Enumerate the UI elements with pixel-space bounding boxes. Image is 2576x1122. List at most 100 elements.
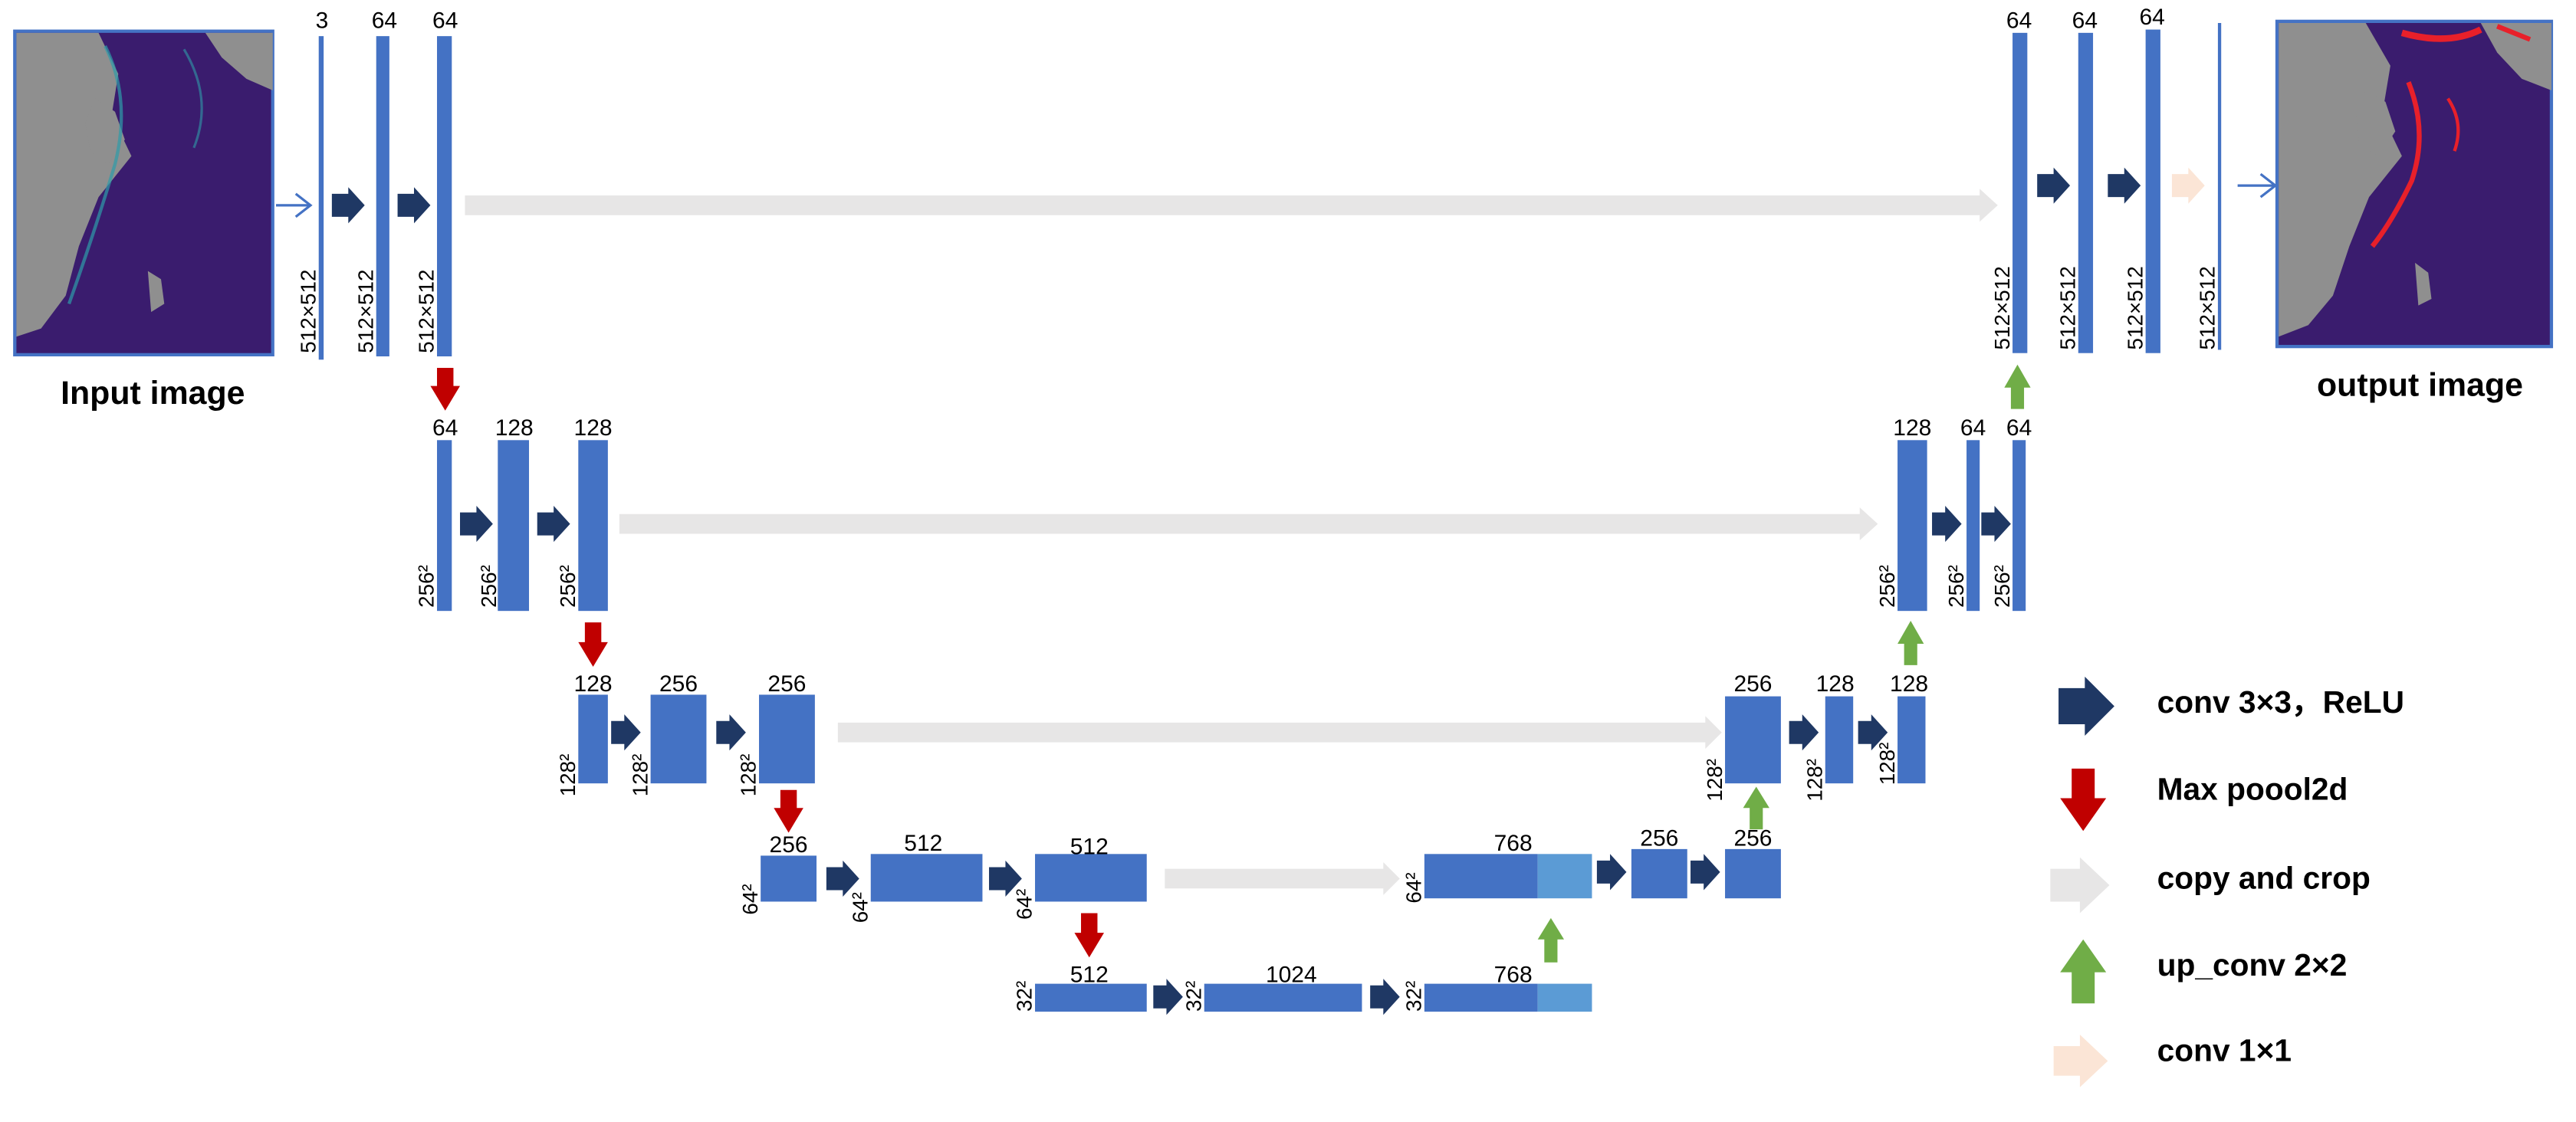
feature-map-l1-b xyxy=(437,36,452,357)
input-image-label: Input image xyxy=(61,375,245,412)
feature-map-d4-c xyxy=(1725,848,1781,899)
output-image xyxy=(2275,19,2554,349)
channel-label: 128 xyxy=(495,415,534,441)
channel-label: 128 xyxy=(1893,415,1931,441)
feature-map-bottom-a xyxy=(1035,983,1147,1012)
channel-label: 256 xyxy=(659,671,698,697)
feature-map-d2-a xyxy=(1898,440,1927,612)
channel-label: 128 xyxy=(1816,671,1855,697)
size-label: 512×512 xyxy=(296,270,320,353)
conv-arrow-icon xyxy=(2037,167,2071,204)
feature-map-l4-a xyxy=(761,855,817,902)
channel-label: 256 xyxy=(1640,826,1678,851)
channel-label: 64 xyxy=(2006,415,2032,441)
feature-map-output xyxy=(2217,23,2222,350)
feature-map-d1-b xyxy=(2078,32,2094,353)
conv1x1-arrow-icon xyxy=(2171,167,2205,204)
upconv-arrow-icon xyxy=(1743,786,1769,830)
legend-label: Max poool2d xyxy=(2157,772,2348,807)
size-label: 32² xyxy=(1402,981,1426,1012)
channel-label: 768 xyxy=(1494,962,1533,987)
size-label: 128² xyxy=(1875,743,1899,786)
channel-label: 256 xyxy=(770,832,808,858)
feature-map-d2-c xyxy=(2013,440,2026,612)
conv-arrow-icon xyxy=(460,506,493,543)
channel-label: 3 xyxy=(316,8,329,33)
maxpool-arrow-icon xyxy=(774,789,803,833)
feature-map-d3-b xyxy=(1825,696,1854,784)
conv-arrow-icon xyxy=(537,506,570,543)
conv-arrow-icon xyxy=(2108,167,2141,204)
maxpool-arrow-icon xyxy=(430,368,461,411)
output-image-label: output image xyxy=(2317,366,2523,403)
legend-label: copy and crop xyxy=(2157,860,2371,895)
size-label: 128² xyxy=(1703,759,1727,802)
conv-arrow-icon xyxy=(1691,854,1720,891)
feature-map-bottom-c xyxy=(1424,983,1538,1012)
copy-arrow-icon xyxy=(2050,857,2110,914)
channel-label: 64 xyxy=(432,8,458,33)
size-label: 128² xyxy=(556,754,580,797)
legend-label: conv 1×1 xyxy=(2157,1032,2292,1068)
size-label: 512×512 xyxy=(1990,266,2014,349)
feature-map-l1-a xyxy=(376,36,389,357)
channel-label: 64 xyxy=(1960,415,1986,441)
channel-label: 64 xyxy=(2072,8,2098,33)
size-label: 256² xyxy=(415,565,439,608)
upconv-arrow-icon xyxy=(2060,939,2107,1004)
feature-map-l4-c xyxy=(1035,854,1147,902)
size-label: 512×512 xyxy=(2055,266,2079,349)
size-label: 128² xyxy=(1802,759,1826,802)
output-arrow-icon xyxy=(2237,172,2278,198)
conv-arrow-icon xyxy=(1370,979,1400,1015)
feature-map-l4-b xyxy=(870,854,983,902)
size-label: 512×512 xyxy=(353,270,377,353)
size-label: 256² xyxy=(556,565,580,608)
size-label: 256² xyxy=(477,565,501,608)
maxpool-arrow-icon xyxy=(2060,768,2107,832)
size-label: 512×512 xyxy=(2123,266,2147,349)
channel-label: 512 xyxy=(1070,834,1109,859)
channel-label: 768 xyxy=(1494,831,1533,856)
input-image xyxy=(13,29,274,357)
channel-label: 64 xyxy=(372,8,397,33)
size-label: 512×512 xyxy=(415,270,439,353)
upconv-arrow-icon xyxy=(2004,364,2031,409)
conv-arrow-icon xyxy=(1153,979,1183,1015)
size-label: 256² xyxy=(1875,565,1899,608)
channel-label: 1024 xyxy=(1266,962,1317,987)
conv-arrow-icon xyxy=(331,187,365,224)
feature-map-d4-a xyxy=(1424,854,1538,899)
size-label: 32² xyxy=(1013,981,1037,1012)
size-label: 64² xyxy=(738,884,762,914)
channel-label: 64 xyxy=(432,415,458,441)
legend-label: conv 3×3，ReLU xyxy=(2157,684,2404,720)
feature-map-d3-c xyxy=(1898,696,1926,784)
size-label: 512×512 xyxy=(2196,266,2220,349)
feature-map-input xyxy=(318,36,324,360)
channel-label: 256 xyxy=(1733,671,1772,697)
legend-label: up_conv 2×2 xyxy=(2157,947,2348,983)
channel-label: 256 xyxy=(767,671,806,697)
size-label: 32² xyxy=(1181,981,1205,1012)
copy-arrow-icon xyxy=(619,507,1878,541)
conv-arrow-icon xyxy=(716,714,746,751)
feature-map-l3-c xyxy=(759,694,815,784)
size-label: 64² xyxy=(848,892,872,923)
upconv-arrow-icon xyxy=(1898,621,1924,665)
conv-arrow-icon xyxy=(1932,506,1962,543)
conv-arrow-icon xyxy=(397,187,431,224)
maxpool-arrow-icon xyxy=(578,622,608,668)
feature-map-l2-b xyxy=(498,440,530,612)
copy-arrow-icon xyxy=(837,716,1722,750)
conv-arrow-icon xyxy=(1858,714,1888,751)
feature-map-l2-c xyxy=(578,440,608,612)
size-label: 128² xyxy=(628,754,652,797)
channel-label: 128 xyxy=(574,415,613,441)
conv-arrow-icon xyxy=(611,714,641,751)
size-label: 256² xyxy=(1944,565,1968,608)
copy-arrow-icon xyxy=(465,189,1998,222)
channel-label: 256 xyxy=(1733,826,1772,851)
channel-label: 512 xyxy=(1070,962,1109,987)
